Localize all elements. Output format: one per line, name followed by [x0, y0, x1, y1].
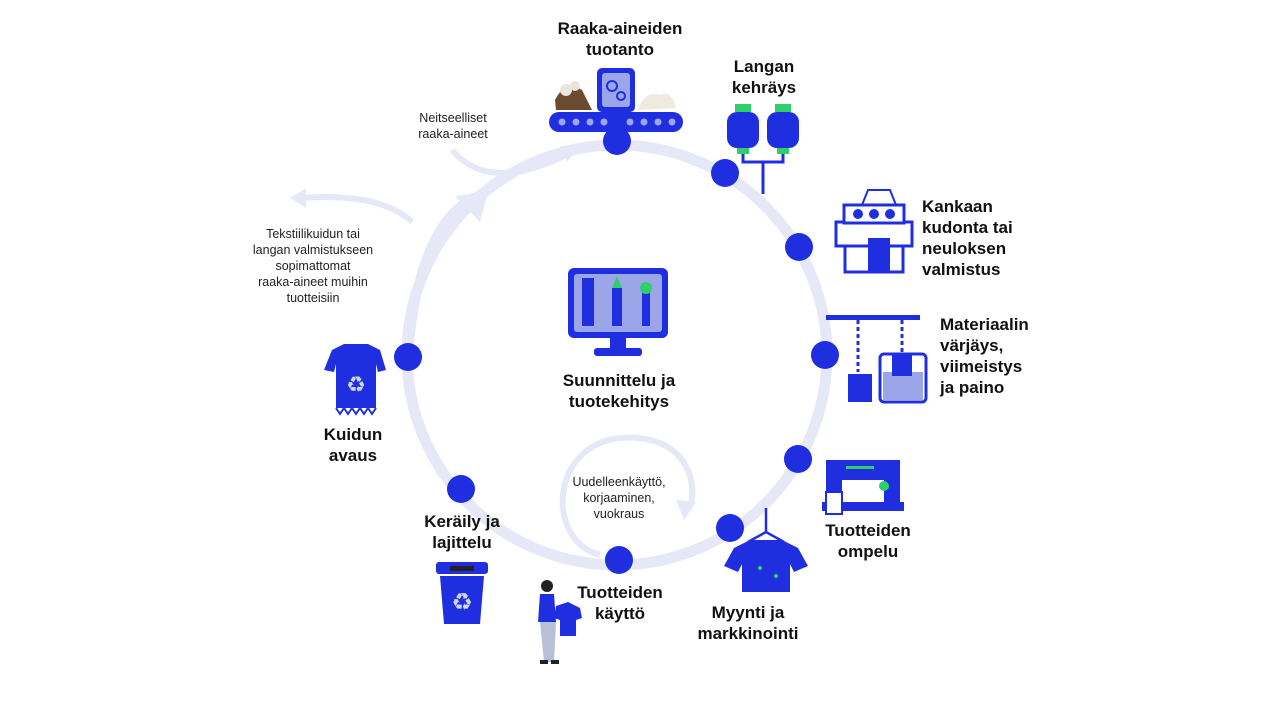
other-products-top-arrow-head	[290, 188, 306, 208]
dot-fiber-opening	[394, 343, 422, 371]
dot-collection	[447, 475, 475, 503]
note-reuse: Uudelleenkäyttö, korjaaminen, vuokraus	[572, 475, 666, 521]
other-products-top-arrow	[299, 194, 415, 225]
label-use: Tuotteiden käyttö	[577, 583, 663, 623]
other-products-arrow	[403, 191, 481, 353]
note-virgin-materials: Neitseelliset raaka-aineet	[418, 111, 488, 141]
shirt-hanger-icon	[724, 508, 808, 592]
note-other-products: Tekstiilikuidun tai langan valmistukseen…	[252, 227, 374, 305]
loom-icon	[834, 189, 914, 274]
other-products-arrow-head	[455, 192, 488, 222]
virgin-arrow-head	[560, 146, 580, 162]
label-raw-materials: Raaka-aineiden tuotanto	[557, 19, 683, 59]
label-collection: Keräily ja lajittelu	[424, 512, 500, 552]
dye-vat-icon	[826, 315, 928, 404]
monitor-icon	[568, 268, 668, 356]
dot-sewing	[784, 445, 812, 473]
sewing-machine-icon	[822, 460, 904, 515]
dot-weaving	[785, 233, 813, 261]
stage-dots	[394, 127, 839, 574]
label-sales: Myynti ja markkinointi	[697, 603, 799, 643]
frayed-shirt-icon: ♻	[324, 344, 386, 416]
virgin-arrow	[449, 148, 574, 176]
label-dyeing: Materiaalin värjäys, viimeistys ja paino	[940, 315, 1029, 397]
label-spinning: Langan kehräys	[731, 57, 797, 97]
reuse-loop-head	[676, 500, 696, 520]
label-weaving: Kankaan kudonta tai neuloksen valmistus	[922, 197, 1013, 279]
reuse-loop	[559, 434, 696, 558]
person-icon	[538, 580, 582, 664]
label-fiber-opening: Kuidun avaus	[323, 425, 383, 465]
label-sewing: Tuotteiden ompelu	[825, 521, 911, 561]
svg-text:♻: ♻	[346, 373, 366, 398]
svg-text:♻: ♻	[451, 588, 473, 616]
dot-dyeing	[811, 341, 839, 369]
dot-sales	[716, 514, 744, 542]
dot-use	[605, 546, 633, 574]
recycle-bin-icon: ♻	[436, 562, 488, 624]
dot-raw-materials	[603, 127, 631, 155]
dot-spinning	[711, 159, 739, 187]
label-design: Suunnittelu ja tuotekehitys	[562, 371, 676, 411]
spool-icon	[727, 104, 799, 194]
conveyor-icon	[549, 68, 683, 132]
